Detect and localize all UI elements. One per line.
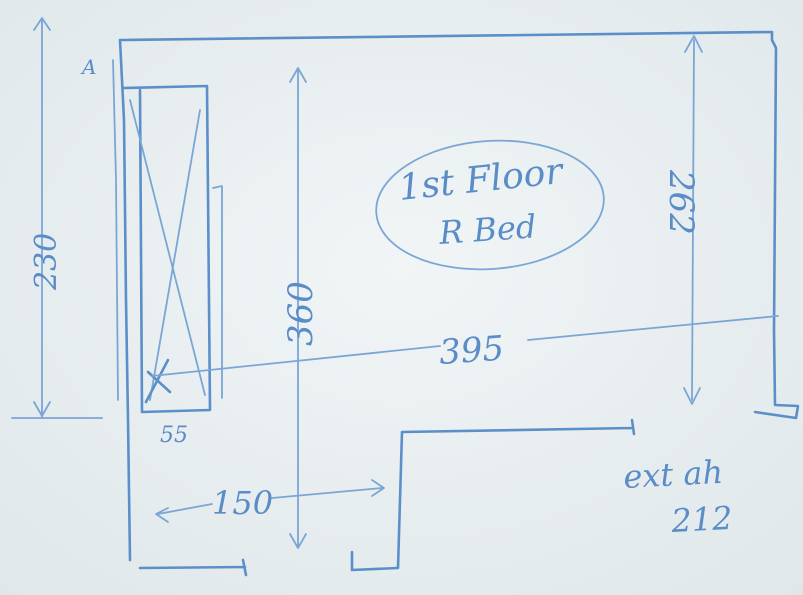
wardrobe-box [122,84,212,414]
wardrobe-depth-label: 55 [160,423,188,448]
room-label-line2: R Bed [437,207,538,252]
room-label-bubble [375,139,605,271]
inner-height-label: 360 [281,281,321,346]
left-height-label: 230 [29,233,64,291]
right-height-label: 262 [661,169,701,235]
window-note-line1: ext ah [622,453,724,496]
room-width-line [151,315,779,377]
left-height-arrow [33,17,51,419]
right-height-arrow [683,35,703,405]
inner-height-arrow [289,67,307,549]
wardrobe-cross-1 [129,99,206,396]
bottom-wall-step [350,418,636,572]
door-offset-label: 150 [212,484,273,522]
bottom-wall-left [138,558,248,577]
left-wall [118,38,132,562]
room-width-label: 395 [438,329,506,373]
door-offset-arrow [155,479,385,523]
room-outline [118,30,800,420]
left-wall-inner [112,59,119,401]
window-note-line2: 212 [669,499,733,540]
wardrobe-side-line [212,185,223,399]
wardrobe-cross-2 [149,109,201,401]
corner-mark: A [80,55,96,79]
